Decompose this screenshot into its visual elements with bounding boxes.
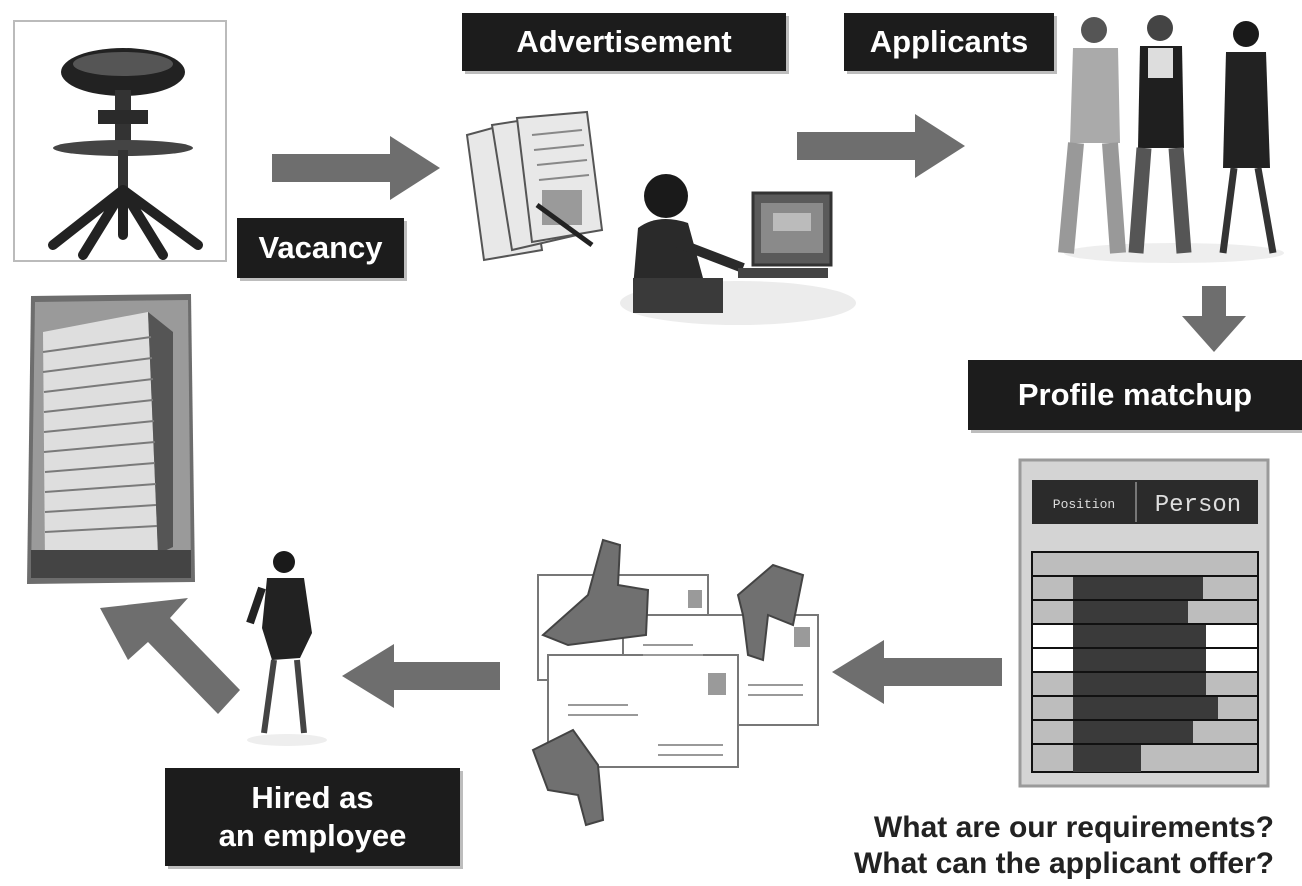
walking-woman-icon [242,548,332,748]
position-header: Position [1053,497,1115,512]
business-people-icon [1058,8,1290,264]
arrow-left-1 [832,640,1002,704]
advertisement-label: Advertisement [462,13,786,71]
chair-icon [13,20,227,262]
applicant-offer-question: What can the applicant offer? [853,847,1274,880]
computer-user-icon [618,168,858,326]
hired-label: Hired as an employee [165,768,460,866]
letters-thumbs-icon [528,515,828,833]
arrow-up-left [100,598,240,718]
arrow-right-2 [797,114,967,178]
newspapers-icon [462,110,612,262]
arrow-right-1 [272,136,442,200]
profile-chart-icon: Position Person [1018,458,1272,790]
hired-label-line1: Hired as [251,780,374,815]
applicants-label: Applicants [844,13,1054,71]
arrow-down [1182,286,1246,352]
office-building-icon [23,292,198,587]
profile-matchup-label: Profile matchup [968,360,1302,430]
person-header: Person [1155,492,1241,519]
hired-label-line2: an employee [218,818,407,853]
arrow-left-2 [342,644,500,708]
requirements-question: What are our requirements? [873,811,1274,844]
vacancy-label: Vacancy [237,218,404,278]
